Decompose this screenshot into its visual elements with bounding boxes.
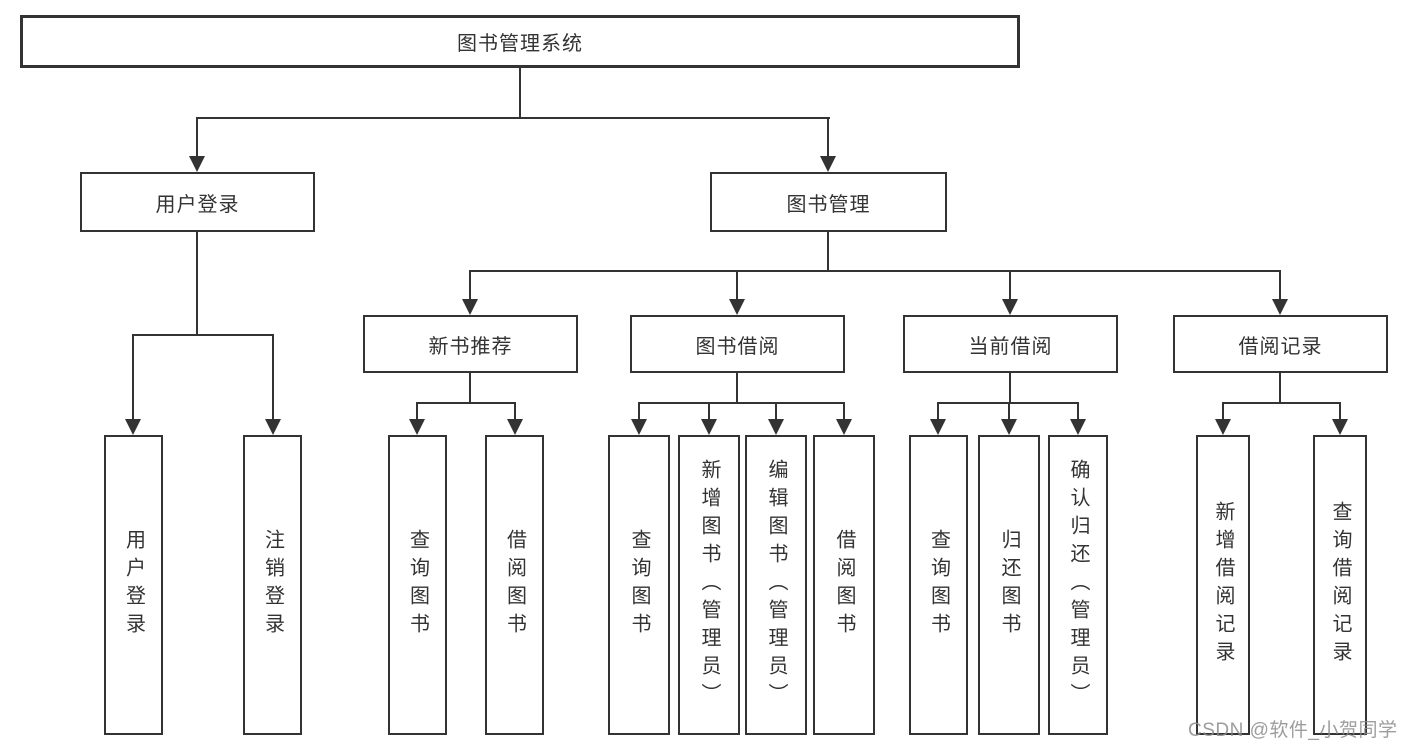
connector-line [827, 117, 829, 158]
arrowhead-down-icon [462, 299, 478, 315]
leaf-add-books-admin: 新增图书（管理员） [678, 435, 740, 735]
arrowhead-down-icon [1332, 419, 1348, 435]
connector-line [272, 334, 274, 421]
connector-line [416, 402, 418, 421]
arrowhead-down-icon [1070, 419, 1086, 435]
leaf-borrow-books-label: 借阅图书 [833, 529, 855, 641]
arrowhead-down-icon [189, 156, 205, 172]
connector-line [708, 402, 710, 421]
connector-line [736, 373, 738, 404]
leaf-confirm-return-admin: 确认归还（管理员） [1048, 435, 1108, 735]
connector-line [1222, 402, 1341, 404]
leaf-return-books-label: 归还图书 [998, 529, 1020, 641]
leaf-query-books-current-label: 查询图书 [927, 529, 950, 641]
leaf-add-borrow-record: 新增借阅记录 [1196, 435, 1250, 735]
leaf-add-books-admin-label: 新增图书（管理员） [698, 459, 720, 711]
leaf-query-borrow-record: 查询借阅记录 [1313, 435, 1367, 735]
arrowhead-down-icon [409, 419, 425, 435]
leaf-confirm-return-admin-label: 确认归还（管理员） [1067, 459, 1089, 711]
leaf-borrow-books-recommend: 借阅图书 [485, 435, 544, 735]
connector-line [843, 402, 845, 421]
arrowhead-down-icon [701, 419, 717, 435]
connector-line [196, 117, 830, 119]
leaf-query-books-recommend-label: 查询图书 [406, 529, 429, 641]
leaf-user-login-label: 用户登录 [122, 529, 145, 641]
arrowhead-down-icon [768, 419, 784, 435]
arrowhead-down-icon [631, 419, 647, 435]
connector-line [469, 373, 471, 404]
node-borrow-records: 借阅记录 [1173, 315, 1388, 373]
arrowhead-down-icon [1215, 419, 1231, 435]
node-root-label: 图书管理系统 [457, 33, 583, 55]
node-book-management: 图书管理 [710, 172, 947, 232]
connector-line [132, 334, 274, 336]
node-book-borrow: 图书借阅 [630, 315, 845, 373]
connector-line [1077, 402, 1079, 421]
node-new-book-recommend: 新书推荐 [363, 315, 578, 373]
arrowhead-down-icon [820, 156, 836, 172]
leaf-user-login: 用户登录 [104, 435, 163, 735]
node-book-management-label: 图书管理 [786, 193, 871, 216]
node-book-borrow-label: 图书借阅 [695, 335, 780, 358]
connector-line [469, 270, 471, 301]
node-root: 图书管理系统 [20, 15, 1020, 68]
node-current-borrow: 当前借阅 [903, 315, 1118, 373]
node-user-login-label: 用户登录 [155, 193, 240, 216]
connector-line [1279, 270, 1281, 301]
arrowhead-down-icon [930, 419, 946, 435]
connector-line [514, 402, 516, 421]
connector-line [1009, 373, 1011, 404]
connector-line [638, 402, 845, 404]
connector-line [736, 270, 738, 301]
connector-line [196, 232, 198, 336]
leaf-logout-label: 注销登录 [261, 529, 284, 641]
leaf-query-books-recommend: 查询图书 [388, 435, 447, 735]
node-borrow-records-label: 借阅记录 [1238, 335, 1323, 358]
connector-line [469, 270, 1281, 272]
node-user-login: 用户登录 [80, 172, 315, 232]
arrowhead-down-icon [265, 419, 281, 435]
connector-line [1339, 402, 1341, 421]
connector-line [937, 402, 939, 421]
leaf-edit-books-admin: 编辑图书（管理员） [745, 435, 807, 735]
leaf-add-borrow-record-label: 新增借阅记录 [1212, 501, 1234, 669]
arrowhead-down-icon [729, 299, 745, 315]
connector-line [196, 117, 198, 158]
leaf-logout: 注销登录 [243, 435, 302, 735]
csdn-watermark: CSDN @软件_小贺同学 [1188, 720, 1398, 741]
connector-line [132, 334, 134, 421]
connector-line [775, 402, 777, 421]
connector-line [1222, 402, 1224, 421]
node-new-book-recommend-label: 新书推荐 [428, 335, 513, 358]
leaf-query-books-current: 查询图书 [909, 435, 968, 735]
arrowhead-down-icon [1002, 299, 1018, 315]
leaf-borrow-books-recommend-label: 借阅图书 [503, 529, 526, 641]
leaf-return-books: 归还图书 [978, 435, 1040, 735]
leaf-edit-books-admin-label: 编辑图书（管理员） [765, 459, 787, 711]
leaf-query-books-borrow: 查询图书 [608, 435, 670, 735]
arrowhead-down-icon [507, 419, 523, 435]
arrowhead-down-icon [1272, 299, 1288, 315]
connector-line [519, 68, 521, 118]
arrowhead-down-icon [836, 419, 852, 435]
leaf-borrow-books: 借阅图书 [813, 435, 875, 735]
connector-line [1279, 373, 1281, 404]
leaf-query-borrow-record-label: 查询借阅记录 [1329, 501, 1351, 669]
node-current-borrow-label: 当前借阅 [968, 335, 1053, 358]
connector-line [416, 402, 516, 404]
connector-line [827, 232, 829, 272]
arrowhead-down-icon [125, 419, 141, 435]
connector-line [1009, 270, 1011, 301]
connector-line [1008, 402, 1010, 421]
leaf-query-books-borrow-label: 查询图书 [628, 529, 650, 641]
connector-line [638, 402, 640, 421]
arrowhead-down-icon [1001, 419, 1017, 435]
